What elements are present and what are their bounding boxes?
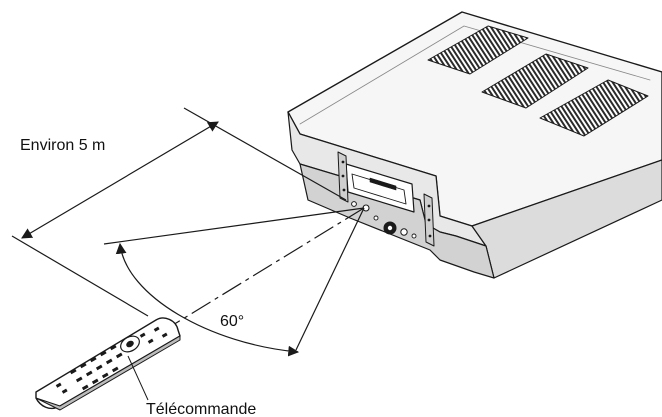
- headphone-jack: [400, 228, 408, 236]
- vent-grille-left: [427, 25, 529, 75]
- angle-beam: [103, 207, 365, 357]
- device-side-panel: [471, 159, 662, 279]
- power-button: [351, 201, 357, 207]
- audio-device: [287, 11, 662, 279]
- angle-arc: [115, 242, 300, 357]
- vent-grille-right: [539, 79, 649, 137]
- distance-label: Environ 5 m: [20, 137, 105, 154]
- vent-grille-center: [481, 53, 589, 109]
- disc-tray: [369, 177, 397, 191]
- remote-leader-line: [127, 355, 149, 401]
- remote-label: Télécommande: [146, 401, 256, 417]
- angle-label: 60°: [220, 313, 244, 330]
- remote-control: [35, 317, 181, 411]
